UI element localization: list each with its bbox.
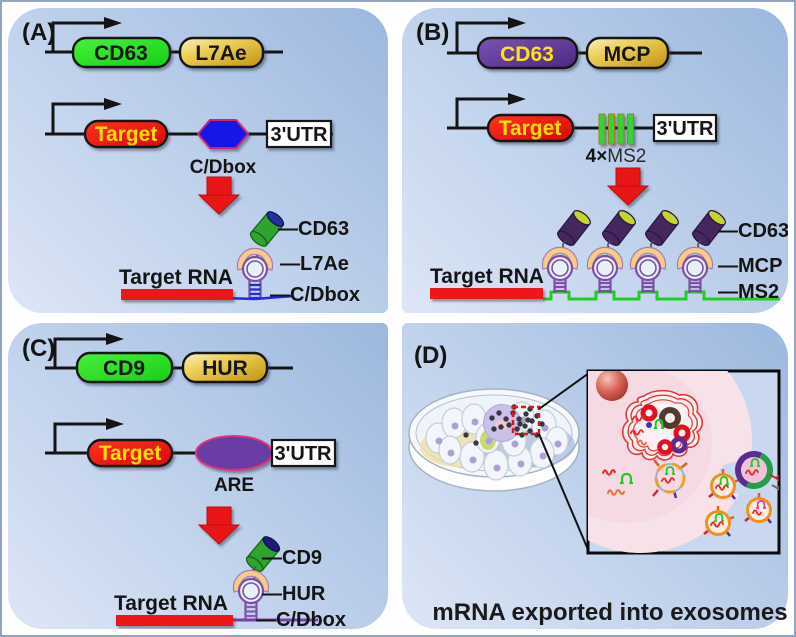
annotation-cd63: —CD63 <box>278 218 349 240</box>
l7ae-crescent <box>236 247 274 271</box>
panel-c-drawing: (C) CD9 HUR Target 3'UTR ARE <box>22 333 346 629</box>
inset-zoom <box>586 369 781 555</box>
large-vesicle <box>735 451 779 491</box>
panel-b: (B) CD63 MCP Target 3'UTR 4×MS2 <box>402 8 788 313</box>
gene-box-mcp: MCP <box>585 36 670 70</box>
rnp-complex: Target RNA —CD9 —HUR —C/Dbox <box>114 536 346 629</box>
svg-text:3'UTR: 3'UTR <box>657 118 715 140</box>
ms2-label: 4×MS2 <box>586 146 647 167</box>
down-arrow-icon <box>197 506 241 545</box>
svg-text:Target: Target <box>95 123 158 146</box>
svg-text:L7Ae: L7Ae <box>195 42 246 65</box>
svg-text:Target: Target <box>499 117 562 140</box>
svg-text:Target: Target <box>99 442 162 465</box>
free-mrna <box>602 469 633 496</box>
zoom-region-box <box>511 405 541 436</box>
target-box: Target <box>486 113 575 143</box>
nucleus-sphere <box>596 371 628 401</box>
annotation-ms2: —MS2 <box>718 281 779 303</box>
zoom-connector <box>538 433 590 553</box>
stem-loop <box>236 247 274 300</box>
stem-loop-unit <box>541 206 594 295</box>
svg-text:CD9: CD9 <box>103 357 145 380</box>
target-rna-bar <box>430 288 543 299</box>
panel-a: (A) CD63 L7Ae Target 3'UTR C/Dbox <box>8 8 388 313</box>
annotation-cd63: —CD63 <box>718 220 788 242</box>
target-rna-label: Target RNA <box>119 266 233 289</box>
rnp-complex: Target RNA —CD63 —L7Ae —C/Dbox <box>119 211 360 306</box>
svg-text:3'UTR: 3'UTR <box>275 443 333 465</box>
budding-vesicle <box>652 459 688 499</box>
annotation-hur: —HUR <box>262 583 326 605</box>
target-box: Target <box>86 438 174 468</box>
cdbox-label: C/Dbox <box>190 157 257 178</box>
utr-box: 3'UTR <box>652 113 718 143</box>
promoter-arrow <box>53 333 124 368</box>
target-rna-label: Target RNA <box>114 592 228 615</box>
cdbox-baseline <box>222 294 294 301</box>
zoom-connector <box>538 372 590 410</box>
gene-box-cd9: CD9 <box>75 351 174 384</box>
promoter-arrow <box>53 418 124 453</box>
petri-dish <box>408 388 580 492</box>
cdbox-hexagon <box>196 119 250 149</box>
promoter-arrow <box>51 98 122 133</box>
panel-d-caption: mRNA exported into exosomes <box>432 599 787 626</box>
panel-a-drawing: (A) CD63 L7Ae Target 3'UTR C/Dbox <box>22 17 360 306</box>
annotation-mcp: —MCP <box>718 255 782 277</box>
hur-crescent <box>232 569 270 593</box>
gene-box-l7ae: L7Ae <box>178 36 265 69</box>
cell-nuclei <box>435 416 562 472</box>
target-box: Target <box>83 119 169 149</box>
svg-text:CD63: CD63 <box>94 42 148 65</box>
annotation-l7ae: —L7Ae <box>280 253 349 275</box>
svg-text:3'UTR: 3'UTR <box>271 124 329 146</box>
gene-box-hur: HUR <box>181 351 269 384</box>
utr-box: 3'UTR <box>270 438 337 468</box>
down-arrow-icon <box>197 176 241 215</box>
panel-d: (D) <box>402 323 788 629</box>
promoter-arrow <box>51 17 122 52</box>
ms2-bars <box>598 113 634 145</box>
down-arrow-icon <box>606 167 650 206</box>
annotation-cdbox: —C/Dbox <box>270 284 360 306</box>
gene-box-cd63: CD63 <box>476 36 579 70</box>
panel-b-drawing: (B) CD63 MCP Target 3'UTR 4×MS2 <box>416 17 788 303</box>
promoter-arrow <box>455 93 526 128</box>
cdbox-stem <box>249 283 261 300</box>
target-rna-bar <box>116 615 233 626</box>
target-rna-label: Target RNA <box>430 265 544 288</box>
exosome-pink <box>744 493 772 524</box>
mvb-contents <box>630 404 691 455</box>
stem-loop-unit <box>629 206 682 295</box>
panel-d-label: (D) <box>414 342 447 369</box>
target-rna-bar <box>121 289 233 300</box>
cd63-cylinder <box>249 211 285 247</box>
svg-text:MCP: MCP <box>604 43 651 66</box>
panel-a-label: (A) <box>22 19 55 46</box>
utr-box: 3'UTR <box>265 119 333 149</box>
promoter-arrow <box>455 17 526 52</box>
panel-c-label: (C) <box>22 335 55 362</box>
svg-text:HUR: HUR <box>202 357 248 380</box>
are-label: ARE <box>214 475 254 496</box>
panel-c: (C) CD9 HUR Target 3'UTR ARE <box>8 323 388 629</box>
svg-text:CD63: CD63 <box>500 43 554 66</box>
annotation-cd9: —CD9 <box>262 547 322 569</box>
panel-b-label: (B) <box>416 19 449 46</box>
cd9-cylinder <box>245 536 281 572</box>
are-ellipse <box>195 435 273 471</box>
antibody-glyph <box>769 474 779 482</box>
panel-d-drawing: (D) <box>408 342 788 626</box>
stem-loop-unit <box>586 206 639 295</box>
annotation-cdbox: —C/Dbox <box>256 609 346 629</box>
antibody-glyph-shadow <box>771 484 779 491</box>
rnp-complex: Target RNA —CD63 —MCP —MS2 <box>430 206 788 303</box>
gene-box-cd63: CD63 <box>71 36 172 69</box>
